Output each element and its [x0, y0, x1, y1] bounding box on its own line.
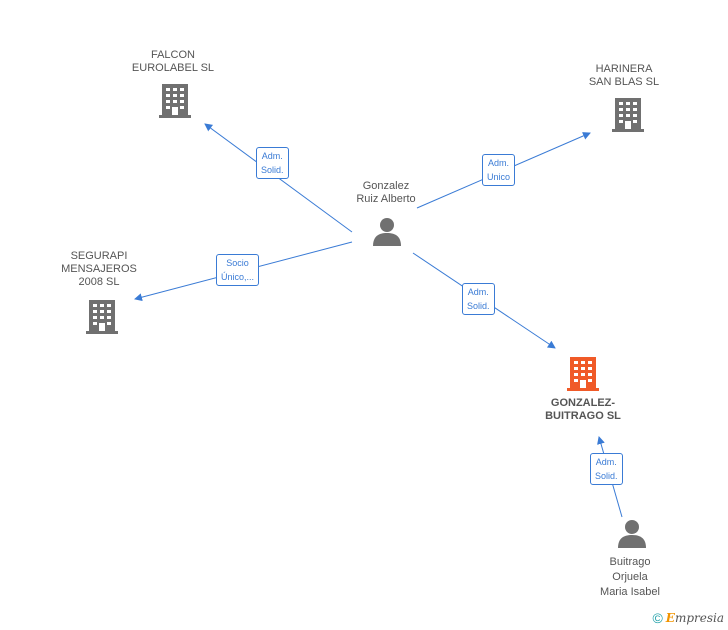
edge-label-line: Socio [226, 258, 249, 268]
edge-label-line: Adm. [261, 151, 283, 161]
edge-label-line: Adm. [467, 287, 489, 297]
edge-label-line: Solid. [595, 471, 618, 481]
label-line: Buitrago [609, 556, 651, 568]
label-line: Ruiz Alberto [356, 193, 416, 205]
main-building-icon[interactable] [567, 357, 599, 391]
empresia-logo: Empresia [666, 611, 724, 625]
footer-branding: © Empresia [652, 610, 724, 626]
label-line: EUROLABEL SL [131, 62, 215, 74]
label-line: MENSAJEROS [61, 263, 137, 275]
edge-label-line: Unico [487, 172, 511, 182]
node-label-buitrago-orjuela[interactable]: Buitrago Orjuela Maria Isabel [580, 555, 680, 600]
edge-label-to-falcon[interactable]: Adm. Solid. [256, 147, 289, 179]
label-line: 2008 SL [78, 276, 120, 288]
node-label-gonzalez-ruiz[interactable]: Gonzalez Ruiz Alberto [336, 180, 436, 206]
label-line: HARINERA [595, 63, 653, 75]
node-label-segurapi[interactable]: SEGURAPI MENSAJEROS 2008 SL [49, 250, 149, 289]
node-label-gonzalez-buitrago[interactable]: GONZALEZ- BUITRAGO SL [533, 397, 633, 423]
edge-label-line: Único,... [221, 272, 255, 282]
label-line: BUITRAGO SL [545, 410, 621, 422]
label-line: Orjuela [612, 571, 648, 583]
edge-label-to-segurapi[interactable]: Socio Único,... [216, 254, 260, 286]
edge-label-line: Adm. [595, 457, 617, 467]
label-line: FALCON [150, 49, 195, 61]
label-line: SAN BLAS SL [588, 76, 660, 88]
edge-label-to-harinera[interactable]: Adm. Unico [482, 154, 516, 186]
edge-label-line: Solid. [467, 301, 490, 311]
label-line: Maria Isabel [600, 586, 660, 598]
brand-initial: E [665, 611, 675, 625]
label-line: Gonzalez [362, 180, 410, 192]
label-line: SEGURAPI [70, 250, 128, 262]
edge-label-line: Solid. [261, 165, 284, 175]
building-icon[interactable] [612, 98, 644, 132]
person-icon[interactable] [617, 518, 647, 548]
copyright-symbol: © [652, 610, 663, 626]
edge-label-from-buitrago-orjuela[interactable]: Adm. Solid. [590, 453, 623, 485]
building-icon[interactable] [159, 84, 191, 118]
node-label-harinera[interactable]: HARINERA SAN BLAS SL [574, 63, 674, 89]
label-line: GONZALEZ- [550, 397, 616, 409]
building-icon[interactable] [86, 300, 118, 334]
edge-label-to-gonzalez-buitrago[interactable]: Adm. Solid. [462, 283, 495, 315]
edge-label-line: Adm. [488, 158, 510, 168]
node-label-falcon[interactable]: FALCON EUROLABEL SL [123, 49, 223, 75]
brand-rest: mpresia [674, 611, 724, 625]
person-icon[interactable] [372, 216, 402, 246]
